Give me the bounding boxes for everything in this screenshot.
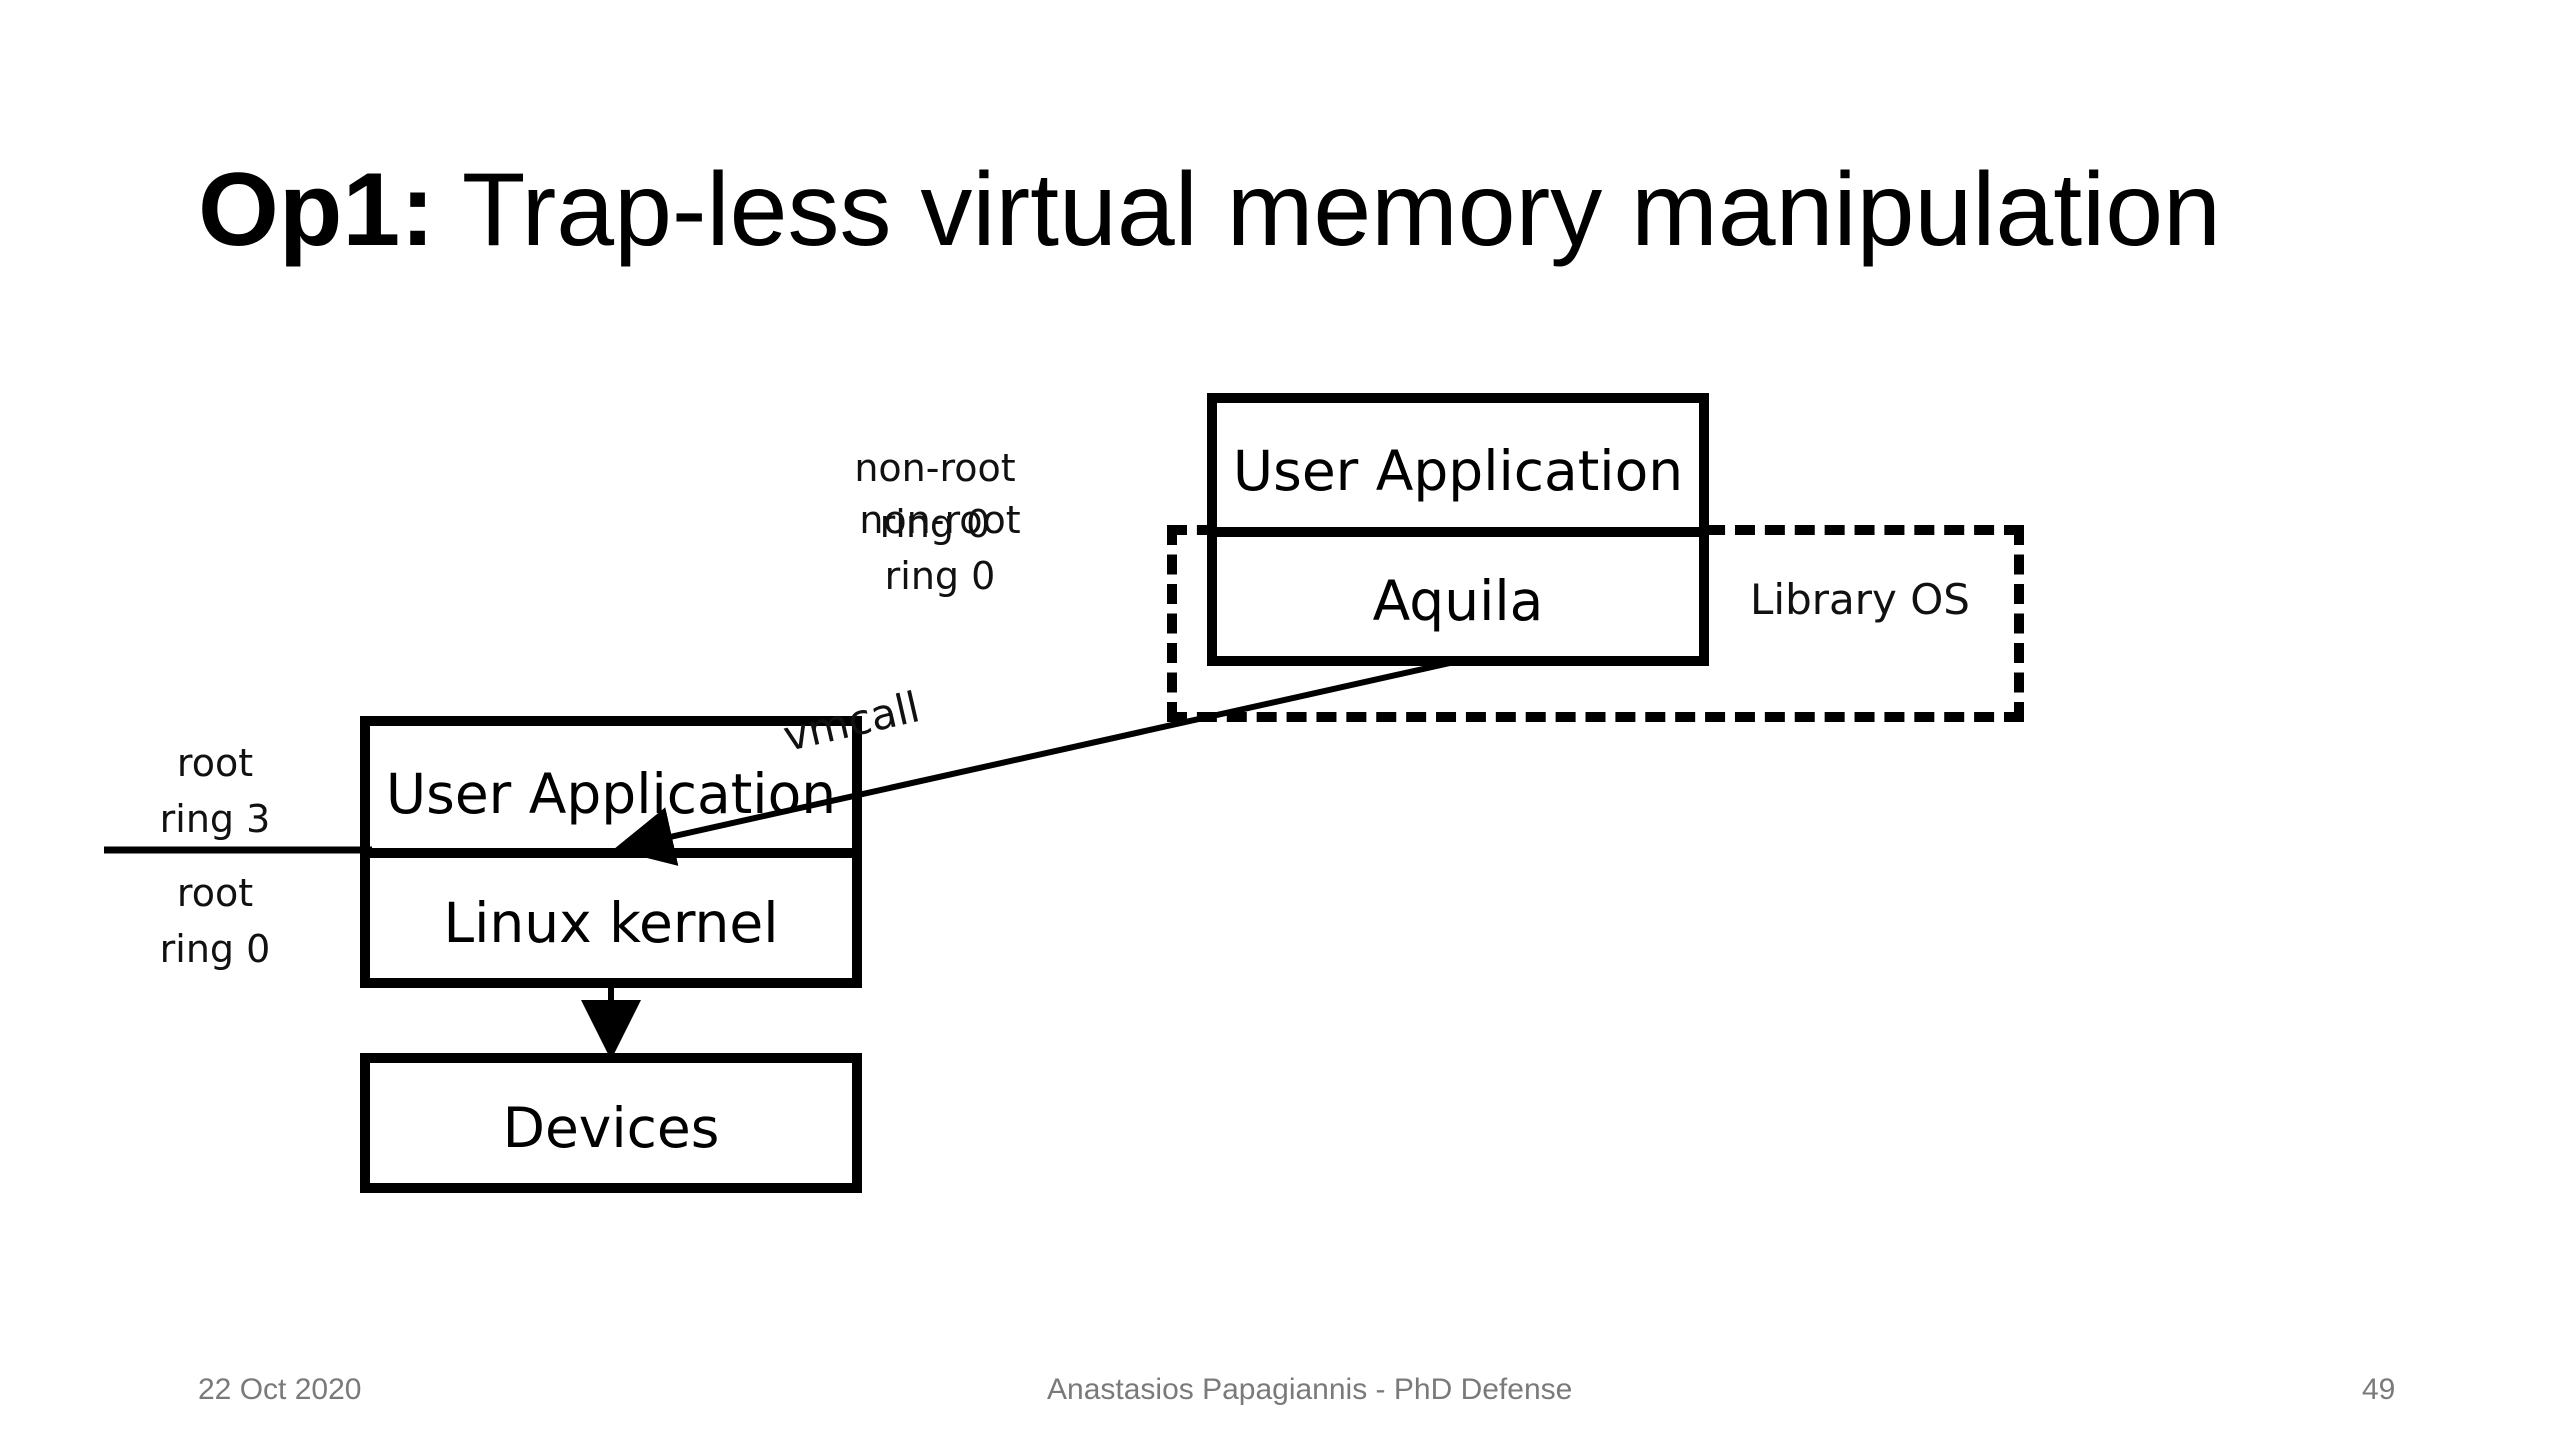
title-text: Trap-less virtual memory manipulation [434, 152, 2221, 268]
footer-page-number: 49 [2362, 1373, 2396, 1406]
slide-title: Op1: Trap-less virtual memory manipulati… [198, 150, 2221, 270]
title-prefix: Op1: [198, 152, 435, 268]
linux-kernel-box: Linux kernel [360, 848, 862, 988]
linux-kernel-label: Linux kernel [443, 891, 779, 955]
vmcall-arrow [613, 660, 1451, 866]
library-os-label: Library OS [1750, 575, 1970, 624]
devices-label: Devices [502, 1096, 720, 1160]
aquila-label: Aquila [1372, 569, 1544, 633]
devices-box: Devices [360, 1053, 862, 1193]
nonroot-ring0-label-a: non-root ring 0 [854, 446, 1016, 546]
guest-user-application-label: User Application [1232, 439, 1684, 503]
aquila-box: Aquila [1207, 527, 1709, 666]
root-ring3-label: root ring 3 [159, 741, 271, 841]
footer-date: 22 Oct 2020 [198, 1373, 362, 1406]
nonroot-ring0-label-b: non-root ring 0 [859, 498, 1021, 598]
footer-author: Anastasios Papagiannis - PhD Defense [1047, 1373, 1573, 1406]
root-ring0-label: root ring 0 [159, 871, 271, 971]
